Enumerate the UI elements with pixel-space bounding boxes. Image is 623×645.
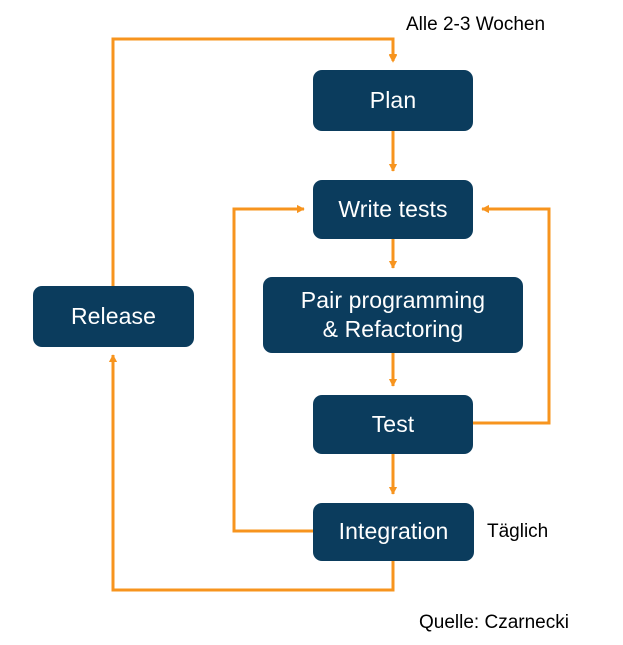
node-release-label: Release [70,302,157,329]
node-pair-programming-label-line1: Pair programming [300,287,486,314]
node-test-label: Test [371,410,415,437]
label-daily: Täglich [487,521,549,542]
node-release[interactable]: Release [33,286,194,347]
connector-release-to-plan-loop [111,37,398,286]
node-plan-label: Plan [369,86,417,113]
node-integration[interactable]: Integration [313,503,474,561]
node-pair-programming[interactable]: Pair programming & Refactoring [263,277,523,353]
label-source: Quelle: Czarnecki [419,612,569,633]
connector-test-to-write-tests-loop [473,204,551,425]
node-test[interactable]: Test [313,395,473,454]
node-write-tests-label: Write tests [338,195,448,222]
connector-integration-to-write-tests-loop [232,204,313,533]
node-plan[interactable]: Plan [313,70,473,131]
node-pair-programming-label-line2: & Refactoring [322,316,464,342]
label-cadence: Alle 2-3 Wochen [406,14,546,35]
connector-integration-to-release-loop [108,354,395,592]
node-integration-label: Integration [338,518,449,545]
node-write-tests[interactable]: Write tests [313,180,473,239]
node-pair-programming-label: Pair programming & Refactoring [301,286,485,344]
